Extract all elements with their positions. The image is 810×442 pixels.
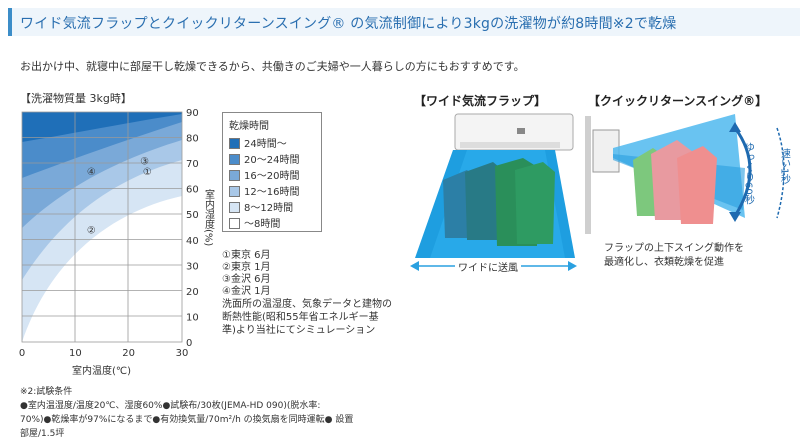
footnote-line: ●室内温湿度/温度20℃、湿度60%●試験布/30枚(JEMA-HD 090)(… [20, 401, 321, 411]
flap-title: 【ワイド気流フラップ】 [414, 94, 547, 108]
band-24-plus [22, 112, 182, 142]
condition-item: ①東京 6月 [222, 250, 271, 261]
footnote-title: ※2:試験条件 [20, 387, 73, 397]
chart-title: 【洗濯物質量 3kg時】 [20, 92, 132, 105]
wide-flap-illustration [410, 113, 577, 271]
swing-caption-line1: フラップの上下スイング動作を [604, 243, 744, 254]
y-tick-label: 30 [186, 261, 199, 272]
swing-illustration: ゆっくり60秒 速い1秒 [585, 114, 791, 234]
y-tick-label: 0 [186, 338, 192, 349]
condition-item: ②東京 1月 [222, 262, 271, 273]
fast-label: 速い1秒 [779, 148, 791, 185]
simulation-method-text: 洗面所の温湿度、気象データと建物の断熱性能(昭和55年省エネルギー基準)より当社… [222, 299, 392, 336]
x-tick-label: 10 [69, 348, 82, 359]
y-tick-label: 90 [186, 108, 199, 119]
section-heading: ワイド気流フラップとクイックリターンスイング® の気流制御により3kgの洗濯物が… [8, 8, 800, 36]
legend-swatch [229, 170, 240, 181]
y-tick-label: 40 [186, 236, 199, 247]
heading-text: ワイド気流フラップとクイックリターンスイング® の気流制御により3kgの洗濯物が… [20, 16, 677, 32]
arrow-right-icon [568, 261, 577, 271]
legend-swatch [229, 218, 240, 229]
drying-chart: 0 10 20 30 0 10 20 30 40 50 60 70 80 90 ① ② ③ ④ [19, 108, 199, 359]
y-tick-labels: 0 10 20 30 40 50 60 70 80 90 [186, 108, 199, 349]
lead-text: お出かけ中、就寝中に部屋干し乾燥できるから、共働きのご夫婦や一人暮らしの方にもお… [20, 60, 525, 73]
footnote-line: 部屋/1.5坪 [20, 429, 65, 439]
y-tick-label: 80 [186, 134, 199, 145]
legend-title: 乾燥時間 [229, 121, 269, 132]
drying-bands [22, 112, 182, 342]
data-point-label: ③ [140, 157, 149, 168]
y-tick-label: 20 [186, 287, 199, 298]
y-tick-label: 60 [186, 185, 199, 196]
swing-arrow-up-icon [729, 122, 741, 132]
legend-swatch [229, 154, 240, 165]
legend-item: 12〜16時間 [229, 183, 299, 198]
y-axis-label: 室内湿度(%) [203, 188, 215, 247]
legend-item: 8〜12時間 [229, 199, 293, 214]
y-axis-label-text: 室内湿度(%) [203, 188, 215, 247]
slow-label: ゆっくり60秒 [743, 142, 755, 206]
clothes-icon [443, 158, 555, 246]
flap-caption: ワイドに送風 [455, 259, 521, 274]
y-tick-label: 50 [186, 210, 199, 221]
data-point-label: ④ [87, 167, 96, 178]
y-tick-label: 70 [186, 159, 199, 170]
x-tick-labels: 0 10 20 30 [19, 348, 189, 359]
swing-title: 【クイックリターンスイング®】 [588, 94, 768, 108]
chart-grid [21, 111, 183, 343]
swing-caption-line2: 最適化し、衣類乾燥を促進 [604, 257, 724, 268]
legend-item: 20〜24時間 [229, 151, 299, 166]
legend-item: 〜8時間 [229, 215, 280, 230]
legend-item: 24時間〜 [229, 135, 287, 150]
legend: 乾燥時間 24時間〜 20〜24時間 16〜20時間 12〜16時間 8〜12時… [222, 112, 322, 232]
swing-arrow-down-icon [729, 212, 741, 222]
data-point-label: ② [87, 226, 96, 237]
hanging-clothes-icon [633, 140, 717, 224]
legend-swatch [229, 202, 240, 213]
wall [585, 116, 591, 234]
legend-swatch [229, 138, 240, 149]
arrow-left-icon [410, 261, 419, 271]
y-tick-label: 10 [186, 312, 199, 323]
condition-item: ③金沢 6月 [222, 274, 271, 285]
footnote-line: 70%)●乾燥率が97%になるまで●有効換気量/70m²/h の換気扇を同時運転… [20, 415, 354, 425]
data-points: ① ② ③ ④ [87, 157, 152, 237]
x-tick-label: 20 [122, 348, 135, 359]
x-tick-label: 0 [19, 348, 25, 359]
legend-item: 16〜20時間 [229, 167, 299, 182]
x-tick-label: 30 [176, 348, 189, 359]
data-point-label: ① [143, 167, 152, 178]
x-axis-label: 室内温度(℃) [72, 366, 132, 377]
condition-item: ④金沢 1月 [222, 286, 271, 297]
legend-swatch [229, 186, 240, 197]
